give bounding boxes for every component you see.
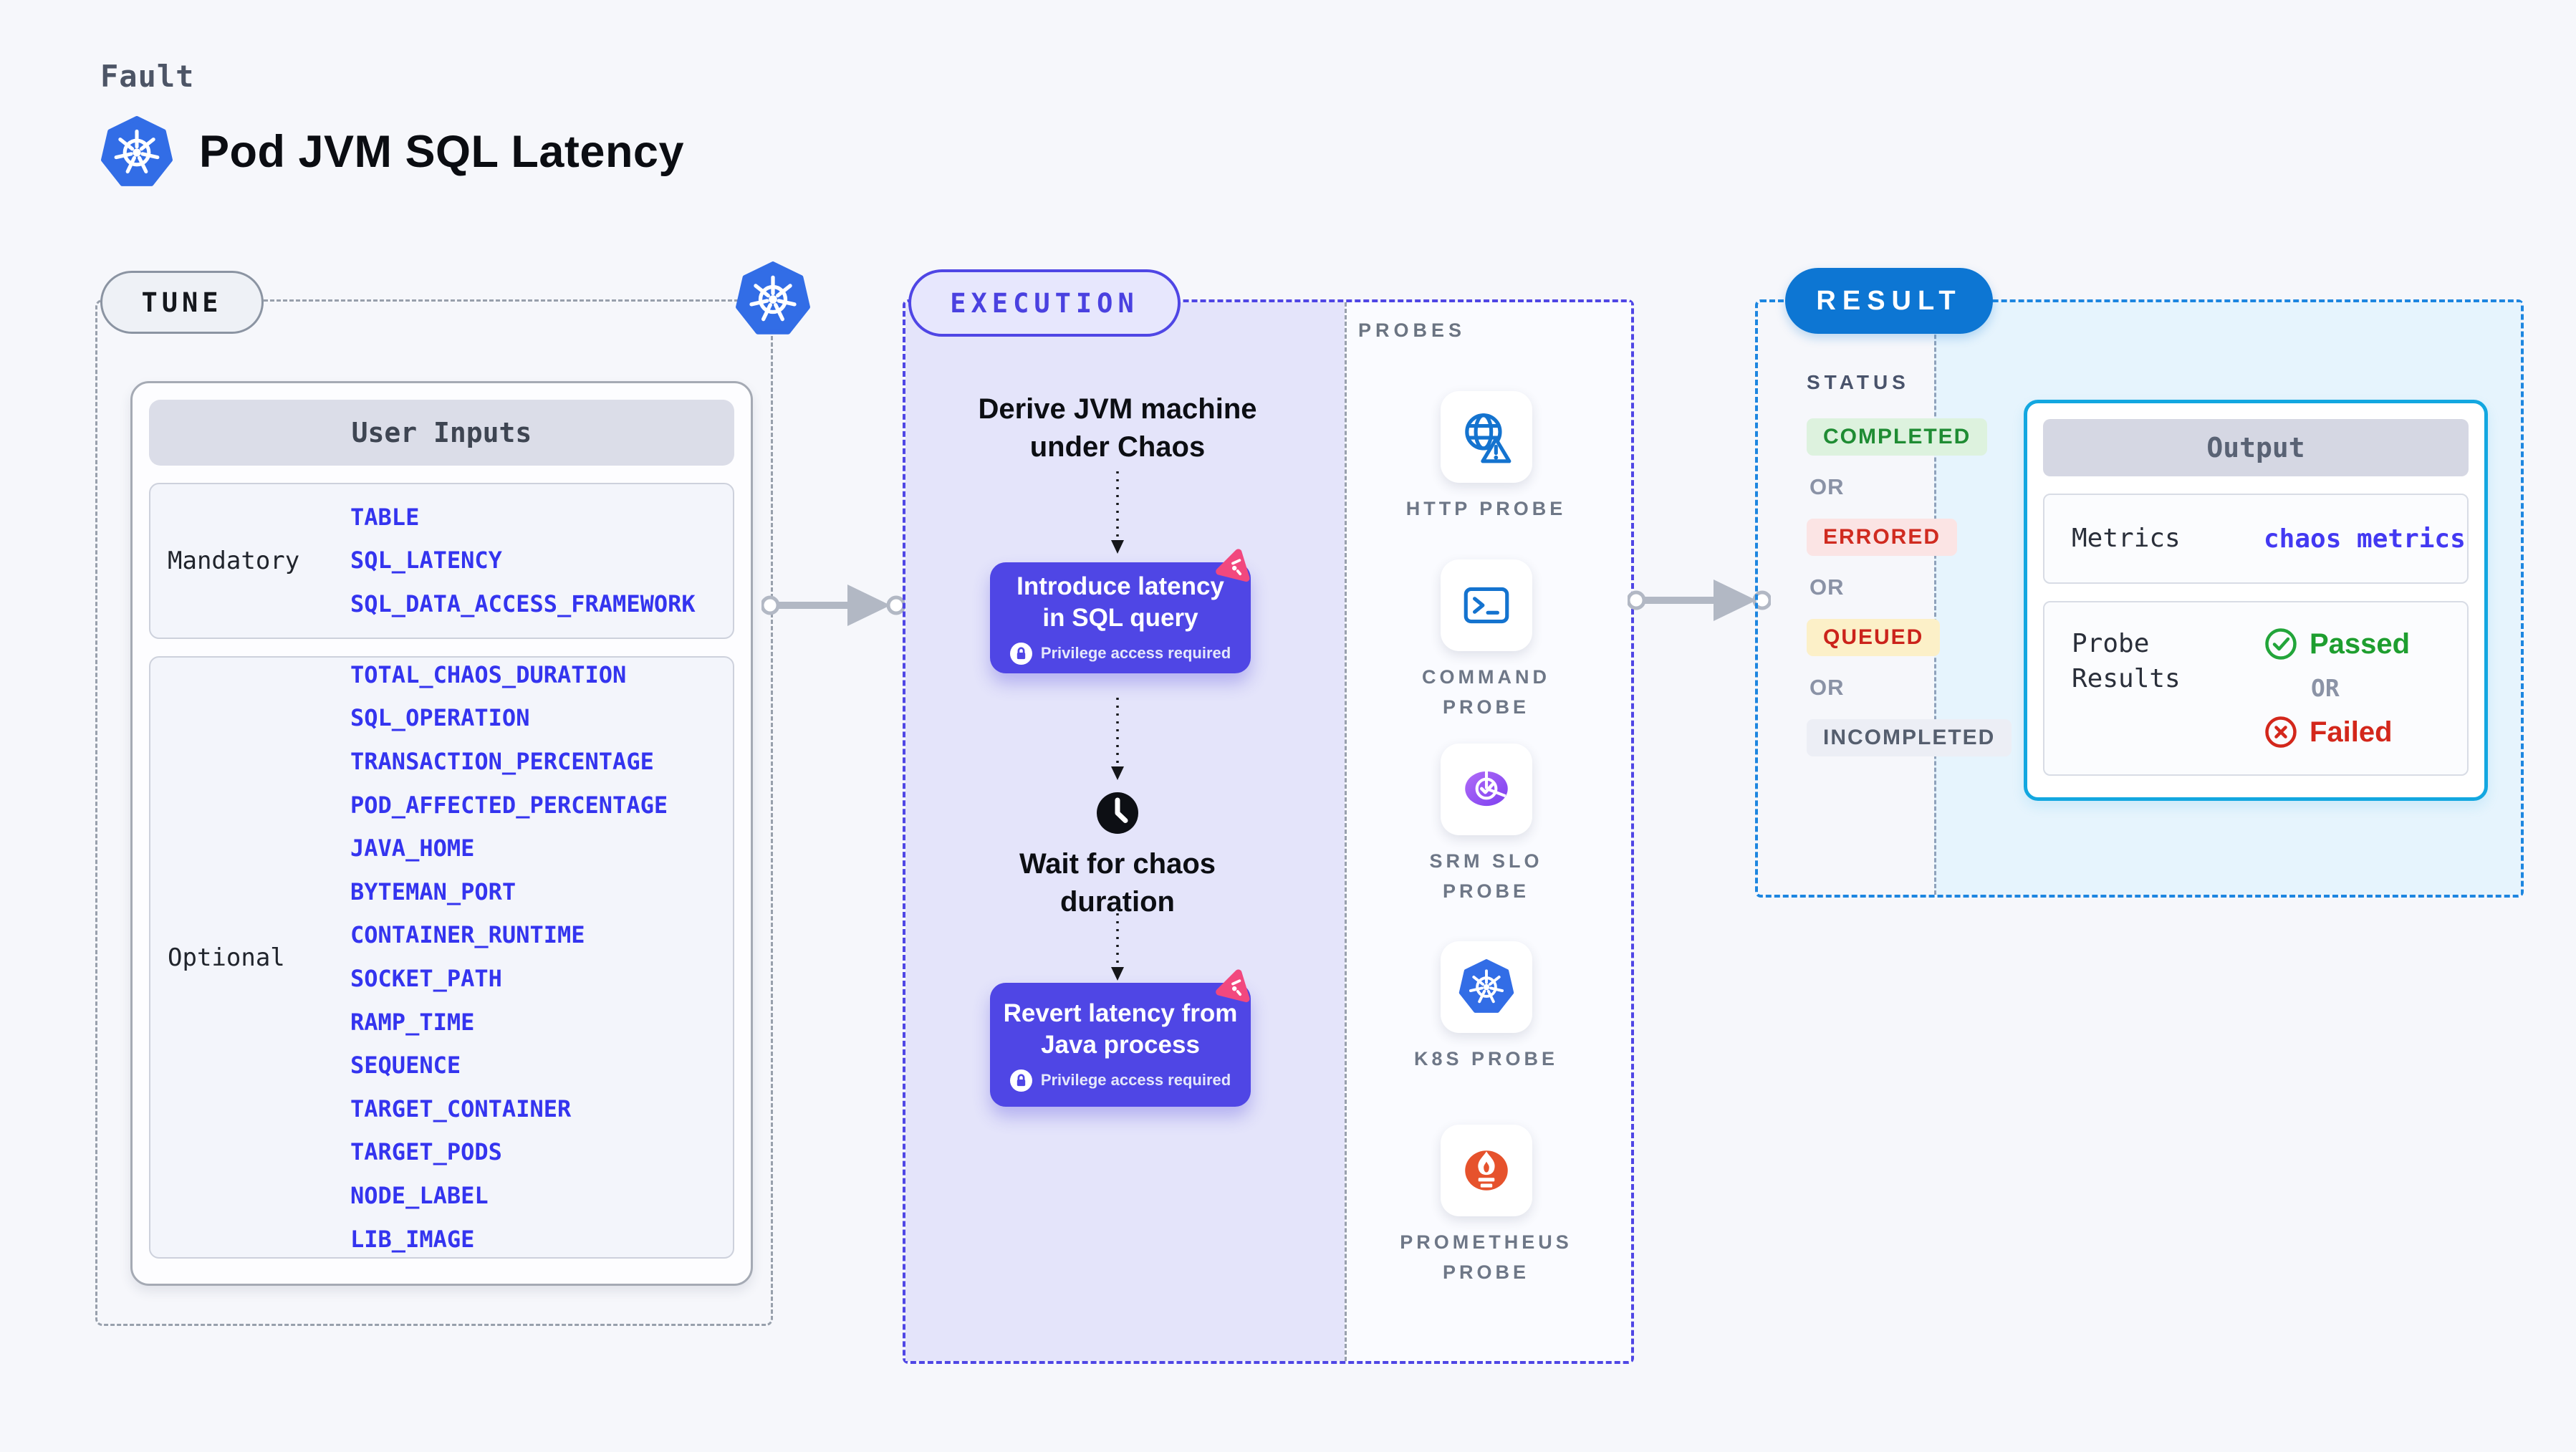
terminal-icon <box>1464 587 1509 624</box>
probe-command: COMMAND PROBE <box>1344 559 1628 723</box>
input-item: TRANSACTION_PERCENTAGE <box>350 748 654 776</box>
user-inputs-card: User Inputs Mandatory TABLE SQL_LATENCY SQ… <box>130 381 753 1286</box>
result-pill: RESULT <box>1785 268 1993 334</box>
input-item: POD_AFFECTED_PERCENTAGE <box>350 791 668 819</box>
privilege-note: Privilege access required <box>1040 1071 1231 1090</box>
kubernetes-corner-icon <box>735 261 811 337</box>
probe-prometheus: PROMETHEUS PROBE <box>1344 1125 1628 1288</box>
input-item: TABLE <box>350 503 420 531</box>
output-card: Output Metrics chaos metrics Probe Resul… <box>2024 400 2488 801</box>
probe-name: HTTP PROBE <box>1405 498 1567 519</box>
or-label: OR <box>2311 674 2340 702</box>
litmus-chaos-icon <box>1216 549 1250 582</box>
derive-step-label: Derive JVM machine under Chaos <box>978 393 1257 463</box>
execution-to-result-arrow-icon <box>1628 580 1771 621</box>
probe-card <box>1440 559 1532 651</box>
optional-label: Optional <box>168 943 285 972</box>
metrics-label: Metrics <box>2072 523 2181 553</box>
probes-label: PROBES <box>1358 319 1466 341</box>
inject-latency-title: Introduce latency in SQL query <box>1017 572 1224 632</box>
privilege-row: Privilege access required <box>1009 1069 1231 1092</box>
or-label: OR <box>1810 474 1845 499</box>
input-item: TARGET_PODS <box>350 1138 502 1166</box>
or-label: OR <box>1810 675 1845 700</box>
down-arrow-icon <box>1111 471 1124 554</box>
input-item: SOCKET_PATH <box>350 965 502 992</box>
probe-http: HTTP PROBE <box>1344 391 1628 524</box>
status-label: STATUS <box>1807 371 1910 393</box>
input-item: SQL_OPERATION <box>350 704 530 732</box>
wait-step-label: Wait for chaos duration <box>1019 848 1216 918</box>
down-arrow-icon <box>1111 698 1124 780</box>
metrics-value: chaos metrics <box>2264 524 2466 554</box>
status-badge-errored: ERRORED <box>1807 519 1958 556</box>
clock-icon <box>1097 792 1138 834</box>
lock-icon <box>1009 1069 1032 1092</box>
status-badge-queued: QUEUED <box>1807 619 1941 656</box>
probe-name: COMMAND PROBE <box>1422 666 1550 718</box>
probe-k8s: K8S PROBE <box>1344 941 1628 1074</box>
execution-pill: EXECUTION <box>908 269 1181 337</box>
probe-name: K8S PROBE <box>1413 1048 1559 1069</box>
privilege-note: Privilege access required <box>1040 644 1231 663</box>
privilege-row: Privilege access required <box>1009 642 1231 665</box>
probe-srm-slo: SRM SLO PROBE <box>1344 744 1628 907</box>
input-item: LIB_IMAGE <box>350 1225 475 1253</box>
litmus-chaos-icon <box>1216 969 1250 1003</box>
probe-card <box>1440 941 1532 1033</box>
tune-section <box>95 299 773 1326</box>
probe-name: PROMETHEUS PROBE <box>1400 1231 1572 1283</box>
passed-label: Passed <box>2310 628 2411 660</box>
user-inputs-title: User Inputs <box>149 400 734 466</box>
kubernetes-icon <box>1458 959 1514 1015</box>
input-item: JAVA_HOME <box>350 835 475 862</box>
input-item: TARGET_CONTAINER <box>350 1095 572 1122</box>
input-item: RAMP_TIME <box>350 1008 475 1036</box>
revert-latency-step: Revert latency from Java process Privile… <box>990 983 1251 1107</box>
tune-to-execution-arrow-icon <box>761 585 905 626</box>
mandatory-items: TABLE SQL_LATENCY SQL_DATA_ACCESS_FRAMEWOR… <box>350 494 696 628</box>
input-item: TOTAL_CHAOS_DURATION <box>350 660 627 688</box>
output-title: Output <box>2043 419 2469 476</box>
down-arrow-icon <box>1111 905 1124 981</box>
optional-group: Optional TOTAL_CHAOS_DURATION SQL_OPERATI… <box>149 656 734 1259</box>
input-item: NODE_LABEL <box>350 1181 489 1209</box>
failed-line: Failed <box>2264 715 2410 749</box>
input-item: SQL_LATENCY <box>350 547 502 574</box>
tune-pill: TUNE <box>100 271 264 334</box>
slo-donut-icon <box>1464 771 1508 807</box>
failed-label: Failed <box>2310 716 2393 748</box>
input-item: SQL_DATA_ACCESS_FRAMEWORK <box>350 590 696 617</box>
status-badge-completed: COMPLETED <box>1807 418 1988 456</box>
mandatory-label: Mandatory <box>168 547 300 575</box>
probe-card <box>1440 391 1532 483</box>
input-item: CONTAINER_RUNTIME <box>350 921 585 949</box>
revert-latency-title: Revert latency from Java process <box>1003 999 1238 1059</box>
probe-results-row: Probe Results Passed OR Failed <box>2043 601 2469 776</box>
check-circle-icon <box>2265 628 2297 660</box>
prometheus-icon <box>1464 1150 1508 1191</box>
status-badge-incompleted: INCOMPLETED <box>1807 719 2012 756</box>
or-label: OR <box>1810 574 1845 600</box>
mandatory-group: Mandatory TABLE SQL_LATENCY SQL_DATA_ACCES… <box>149 483 734 639</box>
optional-items: TOTAL_CHAOS_DURATION SQL_OPERATION TRANSAC… <box>350 652 668 1263</box>
x-circle-icon <box>2265 716 2297 748</box>
lock-icon <box>1009 642 1032 665</box>
probe-results-values: Passed OR Failed <box>2264 627 2410 749</box>
probe-name: SRM SLO PROBE <box>1429 850 1543 902</box>
kubernetes-icon <box>100 116 173 189</box>
globe-warning-icon <box>1464 413 1511 463</box>
input-item: SEQUENCE <box>350 1052 461 1080</box>
inject-latency-step: Introduce latency in SQL query Privilege… <box>990 562 1251 673</box>
status-list: COMPLETED OR ERRORED OR QUEUED OR INCOMP… <box>1807 418 2012 756</box>
probe-card <box>1440 1125 1532 1216</box>
passed-line: Passed <box>2264 627 2410 661</box>
metrics-row: Metrics chaos metrics <box>2043 494 2469 584</box>
input-item: BYTEMAN_PORT <box>350 878 516 905</box>
probe-card <box>1440 744 1532 835</box>
probe-results-label: Probe Results <box>2072 629 2181 693</box>
page-title: Pod JVM SQL Latency <box>199 127 684 177</box>
fault-kicker: Fault <box>100 59 195 94</box>
